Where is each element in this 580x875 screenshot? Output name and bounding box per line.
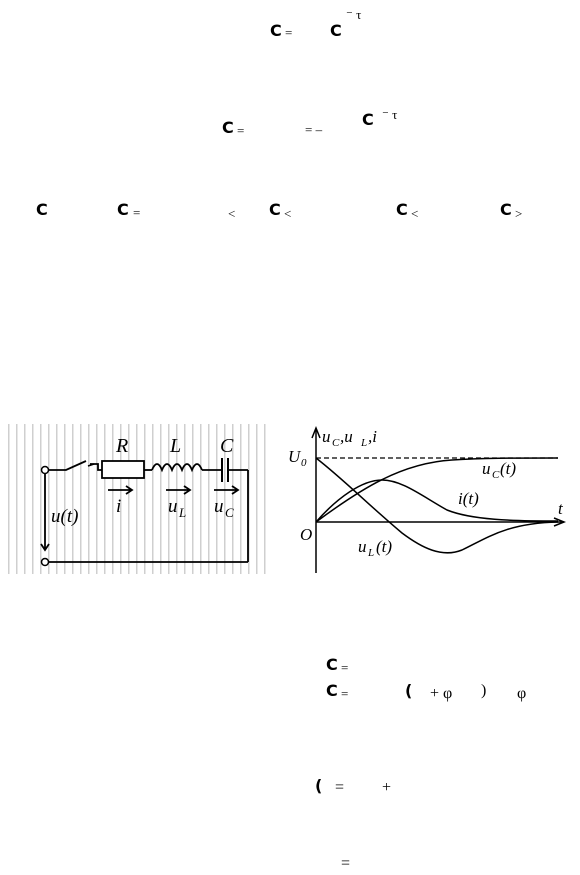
eq2-equals: = bbox=[237, 123, 245, 138]
ul-arrow bbox=[166, 485, 192, 495]
eq5-phi: φ bbox=[517, 685, 527, 702]
resistor-label: R bbox=[115, 435, 128, 457]
uc-subscript: C bbox=[225, 505, 234, 520]
transient-graph: u C ,u L ,i U 0 O t u C (t) i(t) u L (t) bbox=[288, 425, 567, 573]
rlc-circuit-diagram: R L C i u L u C u(t) bbox=[8, 424, 272, 574]
current-arrow bbox=[108, 485, 134, 495]
uc-label: u bbox=[214, 496, 224, 517]
eq6-symbol: ( bbox=[315, 776, 323, 795]
source-label: u(t) bbox=[51, 506, 78, 527]
switch-tip bbox=[87, 463, 95, 467]
eq5-symbol: C bbox=[326, 681, 338, 700]
i-curve bbox=[315, 479, 559, 523]
eq5-open: ( bbox=[405, 681, 413, 700]
ul-label: u bbox=[168, 496, 178, 517]
t-axis-label: t bbox=[558, 499, 564, 518]
eq1-equals: = bbox=[285, 25, 293, 40]
source-arrow bbox=[40, 474, 50, 552]
eq6-plus: + bbox=[382, 779, 392, 796]
row3-symbol-5: C bbox=[500, 200, 512, 219]
i-curve-label: i(t) bbox=[458, 489, 479, 508]
inductor bbox=[151, 463, 203, 473]
ul-curve-label-sub: L bbox=[367, 547, 374, 559]
eq5-plus-phi: + φ bbox=[430, 685, 453, 702]
y-axis-label-sub2: L bbox=[360, 437, 367, 449]
ul-subscript: L bbox=[178, 505, 186, 520]
bottom-terminal bbox=[40, 557, 50, 567]
ul-curve bbox=[315, 457, 559, 554]
uc-arrow bbox=[214, 485, 240, 495]
uc-curve-label: u bbox=[482, 459, 491, 478]
row3-symbol-4: C bbox=[396, 200, 408, 219]
ul-curve-label: u bbox=[358, 537, 367, 556]
ul-curve-label-t: (t) bbox=[376, 537, 392, 556]
eq1-symbol-a: C bbox=[270, 21, 282, 40]
row3-symbol-1: C bbox=[36, 200, 48, 219]
eq4-symbol: C bbox=[326, 655, 338, 674]
eq1-superscript: ⁻ τ bbox=[346, 7, 362, 22]
row3-symbol-5-sign: > bbox=[515, 206, 523, 221]
y-axis-label-sub1: C bbox=[332, 437, 340, 449]
uc-curve bbox=[315, 457, 559, 523]
eq5-close: ) bbox=[481, 682, 487, 699]
uc-curve-label-sub: C bbox=[492, 469, 500, 481]
row3-symbol-4-sign: < bbox=[411, 206, 419, 221]
row3-symbol-2: C bbox=[117, 200, 129, 219]
x-axis-arrowhead bbox=[553, 517, 567, 527]
row3-symbol-3-sign: < bbox=[284, 206, 292, 221]
row3-equals: = bbox=[133, 205, 141, 220]
eq5-equals: = bbox=[341, 686, 349, 701]
eq2-symbol-b: C bbox=[362, 110, 374, 129]
eq7-equals: = bbox=[341, 855, 351, 872]
top-terminal bbox=[40, 465, 50, 475]
eq1-symbol-b: C bbox=[330, 21, 342, 40]
eq4-equals: = bbox=[341, 660, 349, 675]
capacitor-label: C bbox=[220, 435, 234, 457]
eq2-symbol-a: C bbox=[222, 118, 234, 137]
u0-label: U bbox=[288, 447, 302, 466]
eq2-superscript: ⁻ τ bbox=[382, 107, 398, 122]
inductor-label: L bbox=[169, 435, 181, 457]
u0-subscript: 0 bbox=[301, 457, 307, 469]
origin-label: O bbox=[300, 525, 312, 544]
resistor bbox=[101, 460, 145, 479]
y-axis-label: u bbox=[322, 427, 331, 446]
uc-curve-label-t: (t) bbox=[500, 459, 516, 478]
circuit-background bbox=[8, 424, 272, 574]
eq2-minus: = – bbox=[305, 122, 323, 137]
y-axis-label-mid: ,u bbox=[340, 427, 353, 446]
current-label: i bbox=[116, 496, 121, 517]
y-axis-label-end: ,i bbox=[368, 427, 377, 446]
row3-less-than: < bbox=[228, 206, 236, 221]
y-axis-arrowhead bbox=[311, 425, 321, 439]
row3-symbol-3: C bbox=[269, 200, 281, 219]
eq6-equals: = bbox=[335, 779, 345, 796]
